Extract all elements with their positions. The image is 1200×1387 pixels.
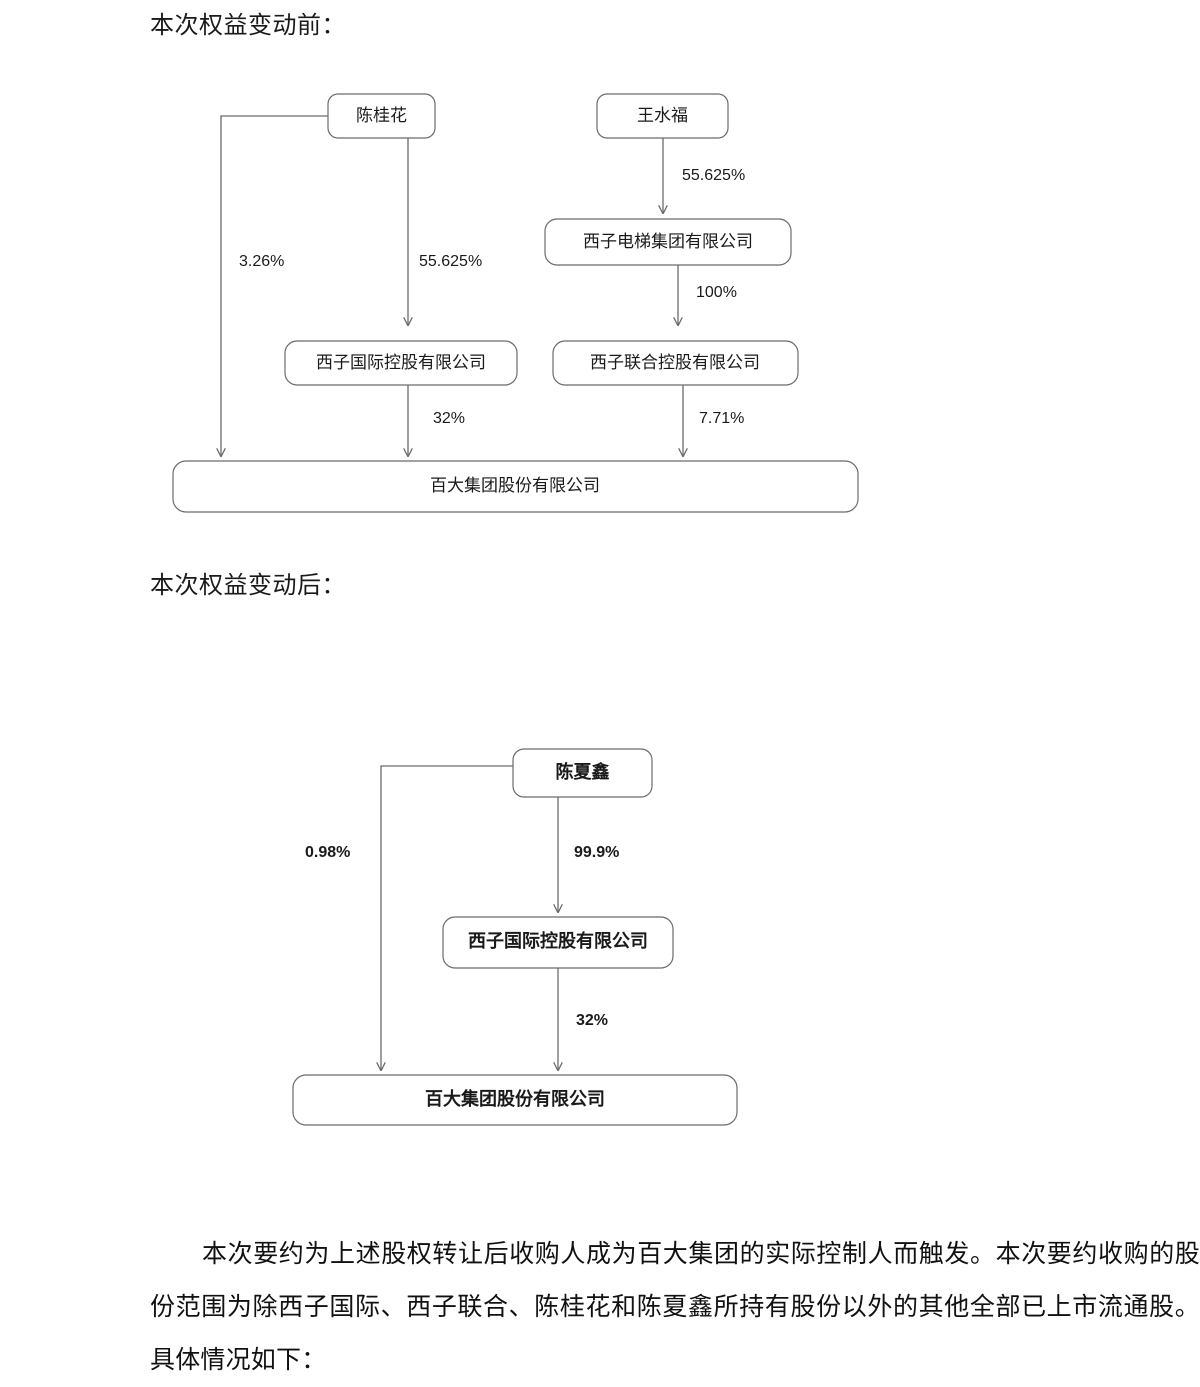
node-xizi-elevator-box	[544, 218, 792, 266]
heading-before-change: 本次权益变动前：	[150, 13, 346, 39]
node-chen-xiaxin-box	[512, 748, 653, 798]
edge-label-chenxiaxin-xiziintl: 99.9%	[574, 844, 619, 861]
node-chen-guihua-box	[327, 93, 436, 139]
node-wang-shuifu: 王水福	[596, 93, 729, 139]
node-wang-shuifu-box	[596, 93, 729, 139]
node-baida-group-label: 百大集团股份有限公司	[430, 476, 600, 495]
edge-label-xiziintl-baida: 32%	[433, 410, 465, 427]
body-paragraph: 本次要约为上述股权转让后收购人成为百大集团的实际控制人而触发。本次要约收购的股份…	[150, 1241, 1200, 1374]
node-xizi-international-after-label: 西子国际控股有限公司	[468, 930, 648, 951]
node-chen-guihua-label: 陈桂花	[356, 106, 407, 125]
edge-chenguihua-to-baida	[221, 115, 328, 456]
node-chen-xiaxin: 陈夏鑫	[512, 748, 653, 798]
ownership-diagram-before: 3.26% 55.625% 55.625% 100% 32% 7.71% 陈桂花…	[0, 80, 1200, 530]
node-chen-guihua: 陈桂花	[327, 93, 436, 139]
node-xizi-united: 西子联合控股有限公司	[552, 340, 799, 386]
edge-label-xiziintl-baida-after: 32%	[576, 1012, 608, 1029]
edge-label-chenguihua-xiziintl: 55.625%	[419, 253, 482, 270]
node-xizi-international-label: 西子国际控股有限公司	[316, 353, 486, 372]
node-xizi-international-box	[284, 340, 518, 386]
node-baida-group-box	[172, 460, 859, 513]
node-xizi-elevator: 西子电梯集团有限公司	[544, 218, 792, 266]
node-baida-group-after-label: 百大集团股份有限公司	[425, 1088, 605, 1109]
edge-label-chenxiaxin-baida: 0.98%	[305, 844, 350, 861]
node-baida-group: 百大集团股份有限公司	[172, 460, 859, 513]
node-wang-shuifu-label: 王水福	[637, 106, 688, 125]
edge-label-xiziunited-baida: 7.71%	[699, 410, 744, 427]
node-xizi-united-box	[552, 340, 799, 386]
node-xizi-united-label: 西子联合控股有限公司	[590, 353, 760, 372]
edge-label-xizielevator-xiziunited: 100%	[696, 284, 737, 301]
node-baida-group-after-box	[292, 1074, 738, 1126]
node-xizi-international-after-box	[442, 916, 674, 969]
node-xizi-international-after: 西子国际控股有限公司	[442, 916, 674, 969]
node-xizi-international: 西子国际控股有限公司	[284, 340, 518, 386]
node-xizi-elevator-label: 西子电梯集团有限公司	[583, 232, 753, 251]
ownership-diagram-after: 0.98% 99.9% 32% 陈夏鑫 西子国际控股有限公司 百大集团股份有限公…	[0, 730, 1200, 1140]
node-baida-group-after: 百大集团股份有限公司	[292, 1074, 738, 1126]
node-chen-xiaxin-label: 陈夏鑫	[556, 761, 610, 782]
heading-after-change: 本次权益变动后：	[150, 573, 346, 599]
edge-label-wangshuifu-xizielevator: 55.625%	[682, 167, 745, 184]
edge-chenxiaxin-to-baida	[381, 765, 513, 1070]
edge-label-chenguihua-baida: 3.26%	[239, 253, 284, 270]
